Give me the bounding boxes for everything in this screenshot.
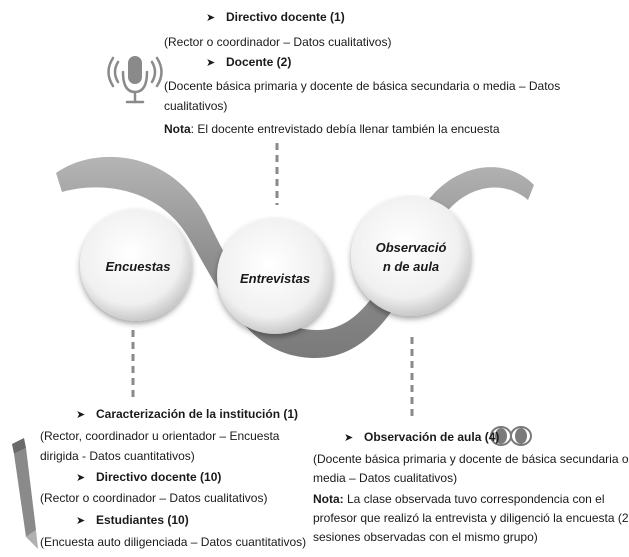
eyes-icon [490,426,532,446]
label-surveys-text: Encuestas [105,259,171,274]
observation-note-line1: Nota: La clase observada tuvo correspond… [313,491,605,508]
label-interviews-text: Entrevistas [239,271,311,286]
interview-note: Nota: El docente entrevistado debía llen… [164,121,500,136]
survey-item-1-detail-line2: dirigida - Datos cuantitativos) [40,449,195,463]
wave-ribbon [56,156,534,358]
survey-item-2-title-text: Directivo docente (10) [96,470,222,484]
interview-item-2-detail-line2: cualitativos) [164,99,228,113]
survey-item-3-detail: (Encuesta auto diligenciada – Datos cuan… [40,535,307,549]
diagram-canvas: Encuestas Entrevistas Observació n de au… [12,9,629,549]
survey-item-1-detail-line1: (Rector, coordinador u orientador – Encu… [40,429,280,443]
interview-item-2-detail-line1: (Docente básica primaria y docente de bá… [164,79,561,93]
observation-detail-line1: (Docente básica primaria y docente de bá… [313,452,629,466]
bullet-arrow-icon: ➤ [344,432,354,444]
interview-item-1-title-text: Directivo docente (1) [226,10,345,24]
pencil-icon [12,438,38,549]
interview-note-label: Nota [164,122,191,136]
bullet-arrow-icon: ➤ [76,409,86,421]
observation-note-label: Nota: [313,492,344,506]
bullet-arrow-icon: ➤ [206,57,216,69]
survey-item-1-title-text: Caracterización de la institución (1) [96,407,299,421]
interview-item-2-title-text: Docente (2) [226,55,292,69]
interview-item-1-detail: (Rector o coordinador – Datos cualitativ… [164,35,392,49]
survey-item-2-title: ➤ Directivo docente (10) [76,469,221,487]
observation-title: ➤ Observación de aula (4) [344,429,499,447]
observation-detail-line2: media – Datos cualitativos) [313,471,458,485]
bullet-arrow-icon: ➤ [76,515,86,527]
interview-item-2-title: ➤ Docente (2) [206,54,291,72]
observation-note-line1-text: La clase observada tuvo correspondencia … [343,492,605,506]
label-observation: Observació n de aula [368,238,454,276]
survey-item-2-detail: (Rector o coordinador – Datos cualitativ… [40,491,268,505]
label-observation-line2: n de aula [382,259,440,274]
survey-item-1-title: ➤ Caracterización de la institución (1) [76,406,298,424]
interview-note-text: : El docente entrevistado debía llenar t… [190,122,500,136]
survey-item-3-title: ➤ Estudiantes (10) [76,512,189,530]
observation-note-line2: profesor que realizó la entrevista y dil… [313,511,629,525]
label-observation-line1: Observació [375,240,447,255]
interview-item-1-title: ➤ Directivo docente (1) [206,9,345,27]
bullet-arrow-icon: ➤ [76,472,86,484]
circle-surveys [80,209,192,321]
diagram-graphics [12,56,534,549]
survey-item-3-title-text: Estudiantes (10) [96,513,189,527]
circle-interviews [217,218,333,334]
observation-title-text: Observación de aula (4) [364,430,500,444]
label-surveys: Encuestas [100,257,176,276]
bullet-arrow-icon: ➤ [206,12,216,24]
microphone-icon [107,56,163,104]
observation-note-line3: sesiones observadas con el mismo grupo) [313,530,538,544]
circle-observation [351,196,471,316]
label-interviews: Entrevistas [235,269,315,288]
